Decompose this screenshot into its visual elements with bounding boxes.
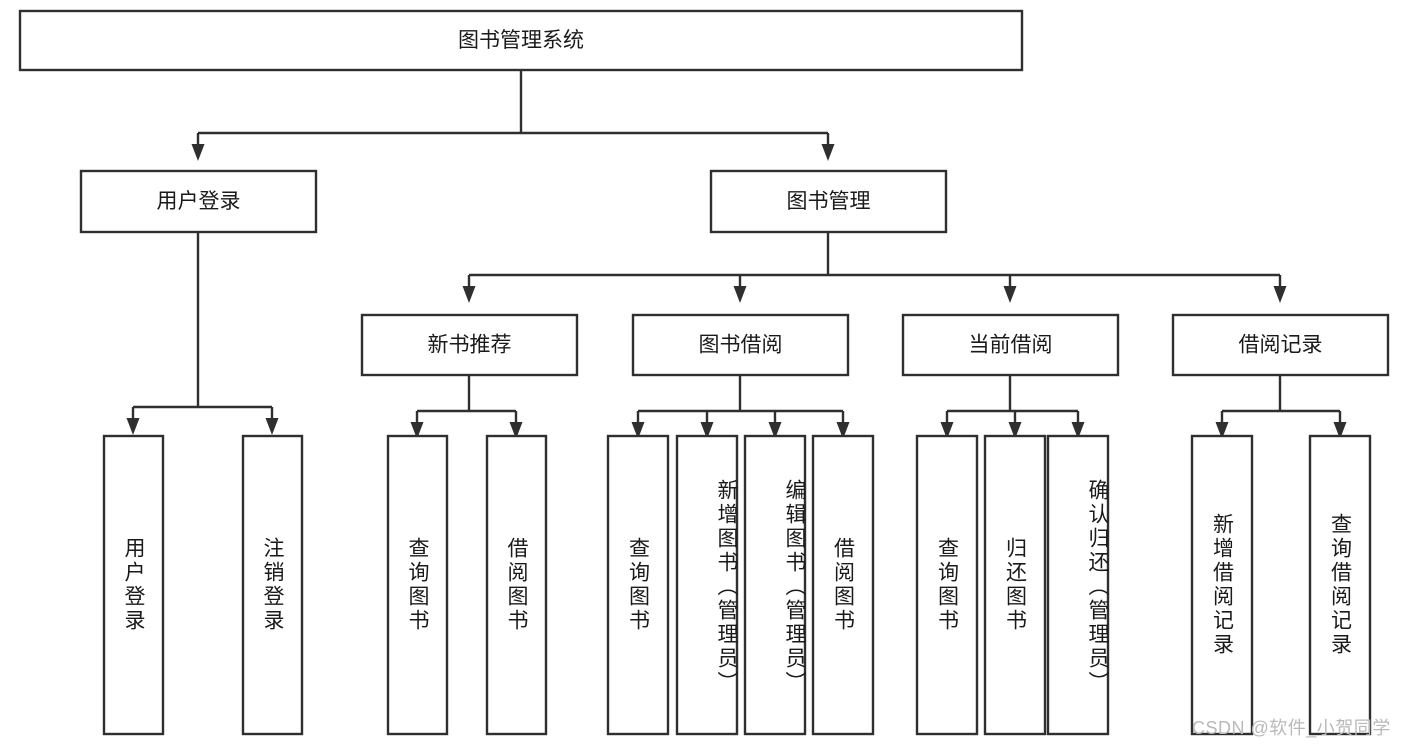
- arrow-head-icon: [410, 422, 424, 439]
- node-leaf-10[interactable]: [1046, 434, 1110, 736]
- node-leaf-5[interactable]: [675, 434, 739, 736]
- arrow-head-icon: [768, 422, 782, 439]
- node-root-label: 图书管理系统: [458, 29, 584, 52]
- connector-level3-group-3: [1220, 375, 1342, 425]
- node-level2-1-label: 图书管理: [787, 190, 871, 213]
- arrow-head-icon: [700, 422, 714, 439]
- node-level2-0-label: 用户登录: [157, 190, 241, 213]
- arrow-head-icon: [265, 418, 279, 435]
- node-leaf-4[interactable]: [606, 434, 670, 736]
- arrow-head-icon: [1333, 422, 1347, 439]
- arrow-head-icon: [462, 286, 476, 303]
- node-leaf-11[interactable]: [1190, 434, 1254, 736]
- arrow-head-icon: [126, 418, 140, 435]
- arrow-head-icon: [733, 286, 747, 303]
- node-leaf-1[interactable]: [241, 434, 304, 736]
- connector-user-to-leaves: [131, 232, 274, 421]
- node-root[interactable]: [18, 9, 1024, 72]
- node-level3-2[interactable]: [901, 313, 1120, 377]
- connector-level3-group-0: [415, 375, 518, 425]
- node-level3-2-label: 当前借阅: [969, 334, 1053, 357]
- arrow-head-icon: [940, 422, 954, 439]
- arrow-head-icon: [1008, 422, 1022, 439]
- connector-layer: [126, 70, 1347, 439]
- node-level3-1[interactable]: [631, 313, 850, 377]
- node-level2-0[interactable]: [79, 169, 318, 234]
- node-leaf-12[interactable]: [1308, 434, 1372, 736]
- node-leaf-2[interactable]: [386, 434, 449, 736]
- node-level2-1[interactable]: [709, 169, 948, 234]
- connector-level3-group-2: [945, 375, 1080, 425]
- node-leaf-6[interactable]: [743, 434, 807, 736]
- node-leaf-3[interactable]: [485, 434, 548, 736]
- node-level3-1-label: 图书借阅: [699, 334, 783, 357]
- node-level3-3[interactable]: [1171, 313, 1390, 377]
- node-level3-0-label: 新书推荐: [428, 334, 512, 357]
- node-leaf-8[interactable]: [915, 434, 979, 736]
- connector-root-to-level2: [196, 70, 830, 147]
- arrow-head-icon: [836, 422, 850, 439]
- arrow-head-icon: [631, 422, 645, 439]
- node-leaf-9[interactable]: [983, 434, 1047, 736]
- node-level3-3-label: 借阅记录: [1239, 334, 1323, 357]
- arrow-head-icon: [1215, 422, 1229, 439]
- arrow-head-icon: [1273, 286, 1287, 303]
- arrow-head-icon: [1071, 422, 1085, 439]
- connector-level3-group-1: [636, 375, 845, 425]
- node-leaf-7[interactable]: [811, 434, 875, 736]
- box-layer: [18, 9, 1390, 736]
- arrow-head-icon: [509, 422, 523, 439]
- node-level3-0[interactable]: [360, 313, 579, 377]
- node-leaf-0[interactable]: [102, 434, 165, 736]
- watermark-text: CSDN @软件_小贺同学: [1192, 718, 1391, 738]
- arrow-head-icon: [821, 144, 835, 161]
- arrow-head-icon: [191, 144, 205, 161]
- connector-book-to-level3: [467, 232, 1282, 289]
- arrow-head-icon: [1003, 286, 1017, 303]
